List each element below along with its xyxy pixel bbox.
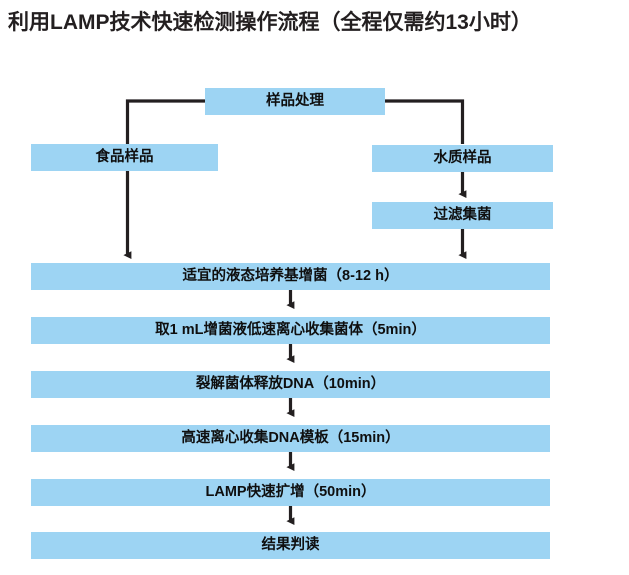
node-step-low-speed-centrifuge[interactable]: 取1 mL增菌液低速离心收集菌体（5min） [31,317,550,344]
node-food-sample[interactable]: 食品样品 [31,144,218,171]
page-title: 利用LAMP技术快速检测操作流程（全程仅需约13小时） [8,11,532,34]
node-step-lysis-release-dna[interactable]: 裂解菌体释放DNA（10min） [31,371,550,398]
node-step-result-interpretation[interactable]: 结果判读 [31,532,550,559]
node-step-enrichment[interactable]: 适宜的液态培养基增菌（8-12 h） [31,263,550,290]
node-step-high-speed-centrifuge[interactable]: 高速离心收集DNA模板（15min） [31,425,550,452]
node-step-lamp-amplification[interactable]: LAMP快速扩增（50min） [31,479,550,506]
node-sample-processing[interactable]: 样品处理 [205,88,385,115]
node-filter-collect-bacteria[interactable]: 过滤集菌 [372,202,553,229]
node-water-sample[interactable]: 水质样品 [372,145,553,172]
